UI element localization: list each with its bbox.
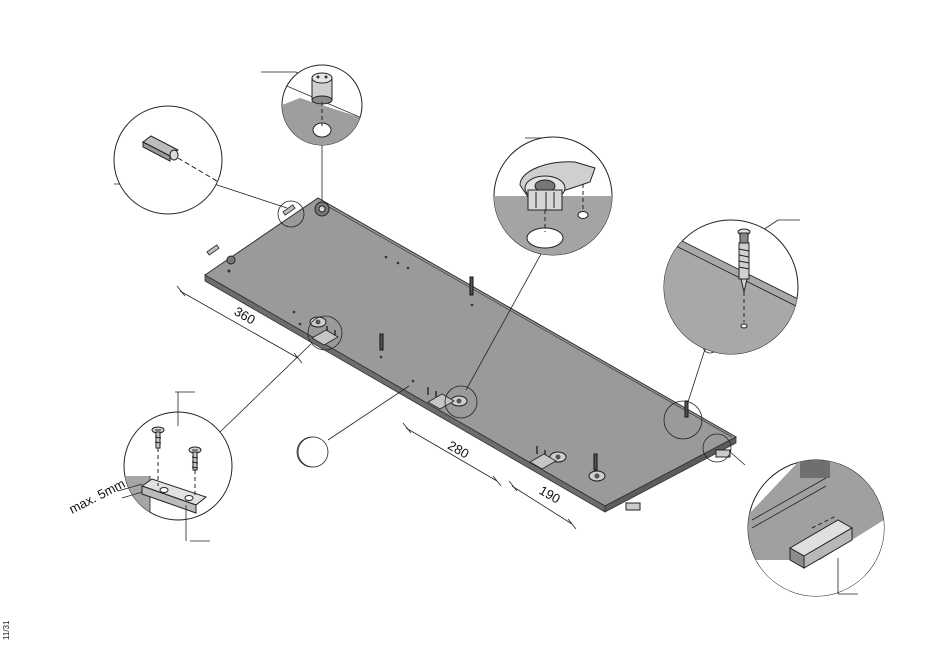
reference-circle	[298, 437, 328, 467]
dimension-190-label: 190	[537, 483, 563, 507]
cam-lock-icon	[589, 471, 605, 481]
page-number: 11/31	[2, 621, 11, 640]
detail-cam-bolt	[664, 220, 800, 360]
cam-lock-icon	[227, 256, 235, 264]
detail-cam-lock	[494, 137, 612, 266]
edge-cap-icon	[626, 503, 640, 510]
cam-lock-icon	[312, 73, 332, 104]
dowel-icon	[207, 245, 219, 255]
max-gap-label: max. 5mm	[67, 476, 128, 517]
detail-edge-cap	[748, 460, 884, 600]
dowel-icon	[283, 205, 295, 215]
dimension-280-label: 280	[445, 438, 471, 462]
detail-dowel	[114, 106, 222, 214]
panel-top-face	[205, 198, 736, 506]
detail-cam-housing	[282, 65, 362, 150]
detail-screw-plate	[124, 392, 232, 541]
shelf-panel	[205, 198, 736, 512]
cam-lock-icon	[315, 202, 329, 216]
edge-cap-icon	[716, 450, 730, 457]
